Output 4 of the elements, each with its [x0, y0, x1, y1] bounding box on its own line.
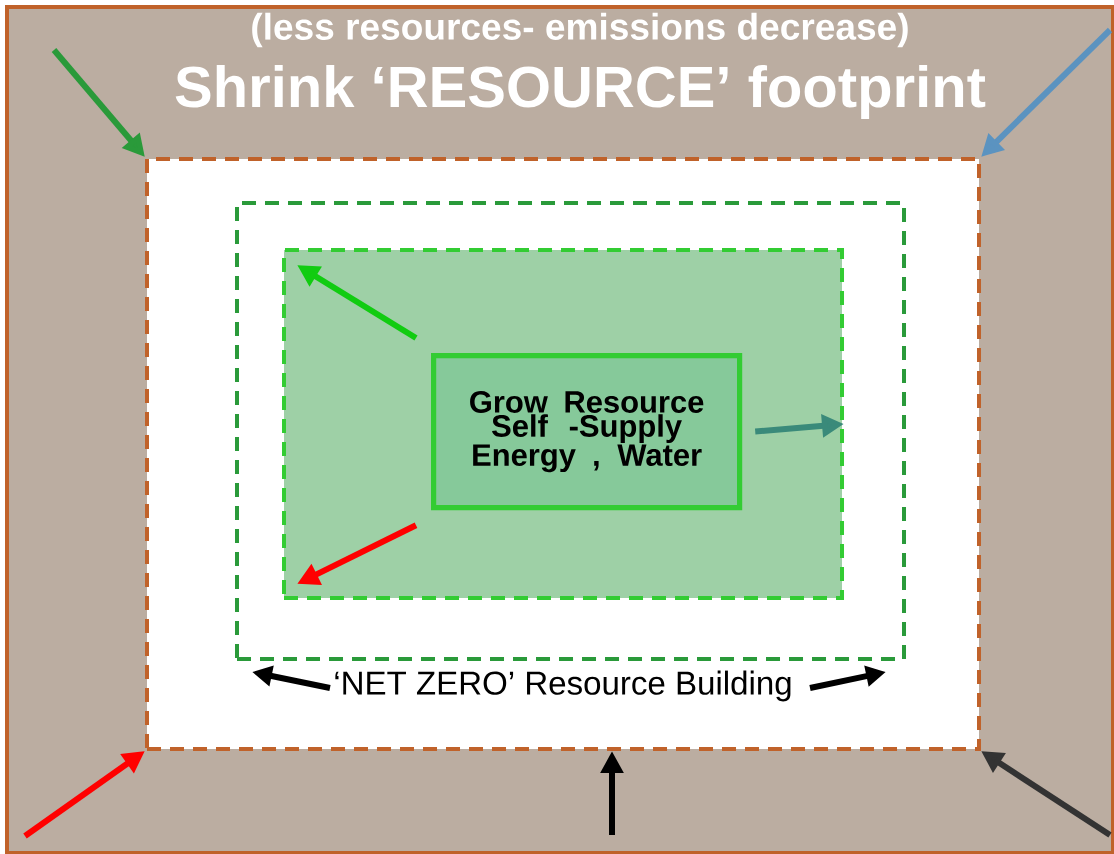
subtitle: (less resources- emissions decrease)	[252, 12, 908, 48]
center-box: Grow Resource Self -Supply Energy , Water	[431, 353, 743, 511]
building-label: ‘NET ZERO’ Resource Building	[335, 670, 791, 702]
title: Shrink ‘RESOURCE’ footprint	[175, 64, 986, 120]
